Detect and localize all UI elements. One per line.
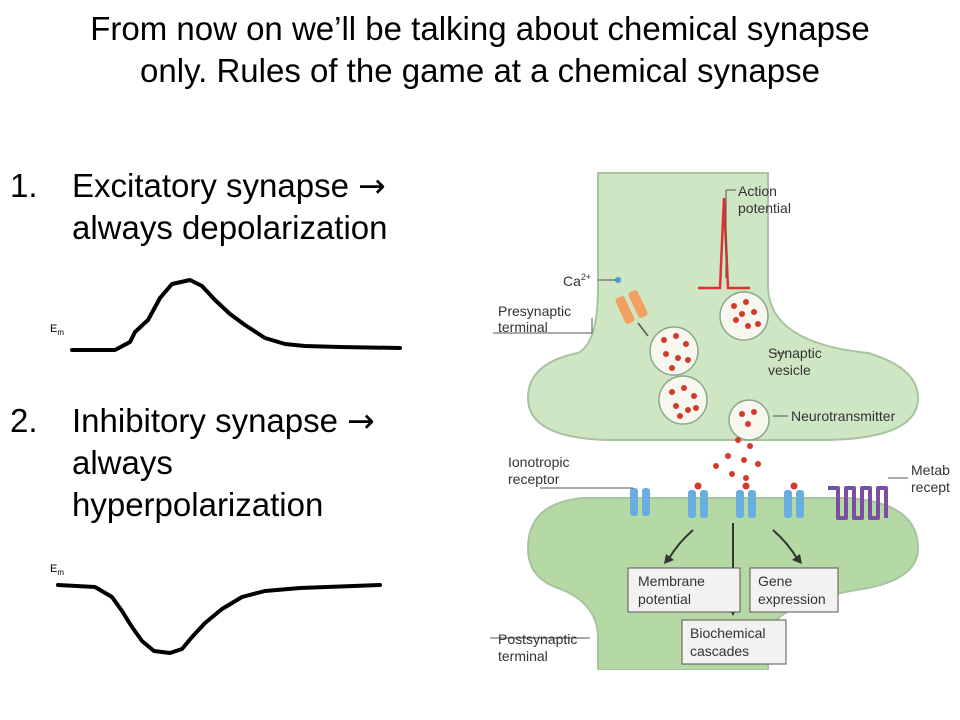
item-line-2: always <box>72 444 173 481</box>
membrane-potential-box: Membrane <box>638 573 705 589</box>
svg-text:receptor: receptor <box>508 471 560 487</box>
right-arrow-icon: → <box>347 401 375 440</box>
item-number: 2. <box>10 402 38 439</box>
em-label: Em <box>50 563 65 578</box>
gene-expression-box: Gene <box>758 573 792 589</box>
inhibitory-item: 2. Inhibitory synapse → always hyperpola… <box>10 400 480 535</box>
excitatory-item: 1. Excitatory synapse → always depolariz… <box>10 165 480 255</box>
postsynaptic-label: Postsynaptic <box>498 631 577 647</box>
depolarization-curve <box>70 278 402 352</box>
svg-text:cascades: cascades <box>690 643 749 659</box>
item-line-1: Inhibitory synapse <box>72 402 348 439</box>
em-label: Em <box>50 323 65 338</box>
item-line-1: Excitatory synapse <box>72 167 359 204</box>
biochemical-cascades-box: Biochemical <box>690 625 765 641</box>
synapse-diagram: Action potential Ca2+ Presynaptic termin… <box>490 172 950 670</box>
svg-text:expression: expression <box>758 591 826 607</box>
action-potential-spike <box>698 197 750 290</box>
neurotransmitter-dots <box>661 299 761 481</box>
neurotransmitter-label: Neurotransmitter <box>791 408 896 424</box>
metabotropic-label: Metab <box>911 462 950 478</box>
svg-text:terminal: terminal <box>498 319 548 335</box>
svg-text:vesicle: vesicle <box>768 362 811 378</box>
metabotropic-receptor-icon <box>828 486 888 520</box>
svg-text:potential: potential <box>638 591 691 607</box>
ionotropic-receptor-icon <box>630 488 804 518</box>
ionotropic-label: Ionotropic <box>508 454 569 470</box>
action-potential-label: Action <box>738 183 777 199</box>
svg-text:recept: recept <box>911 479 950 495</box>
calcium-label: Ca2+ <box>563 272 591 289</box>
item-number: 1. <box>10 167 38 204</box>
svg-text:terminal: terminal <box>498 648 548 664</box>
hyperpolarization-curve <box>56 583 382 655</box>
synaptic-vesicle-label: Synaptic <box>768 345 822 361</box>
title-line-2: only. Rules of the game at a chemical sy… <box>140 52 820 89</box>
slide-title: From now on we’ll be talking about chemi… <box>0 8 960 92</box>
calcium-channel-icon <box>598 277 649 337</box>
presynaptic-label: Presynaptic <box>498 303 571 319</box>
title-line-1: From now on we’ll be talking about chemi… <box>90 10 870 47</box>
item-line-2: always depolarization <box>72 209 388 246</box>
right-arrow-icon: → <box>358 166 386 205</box>
svg-text:potential: potential <box>738 200 791 216</box>
item-line-3: hyperpolarization <box>72 486 324 523</box>
